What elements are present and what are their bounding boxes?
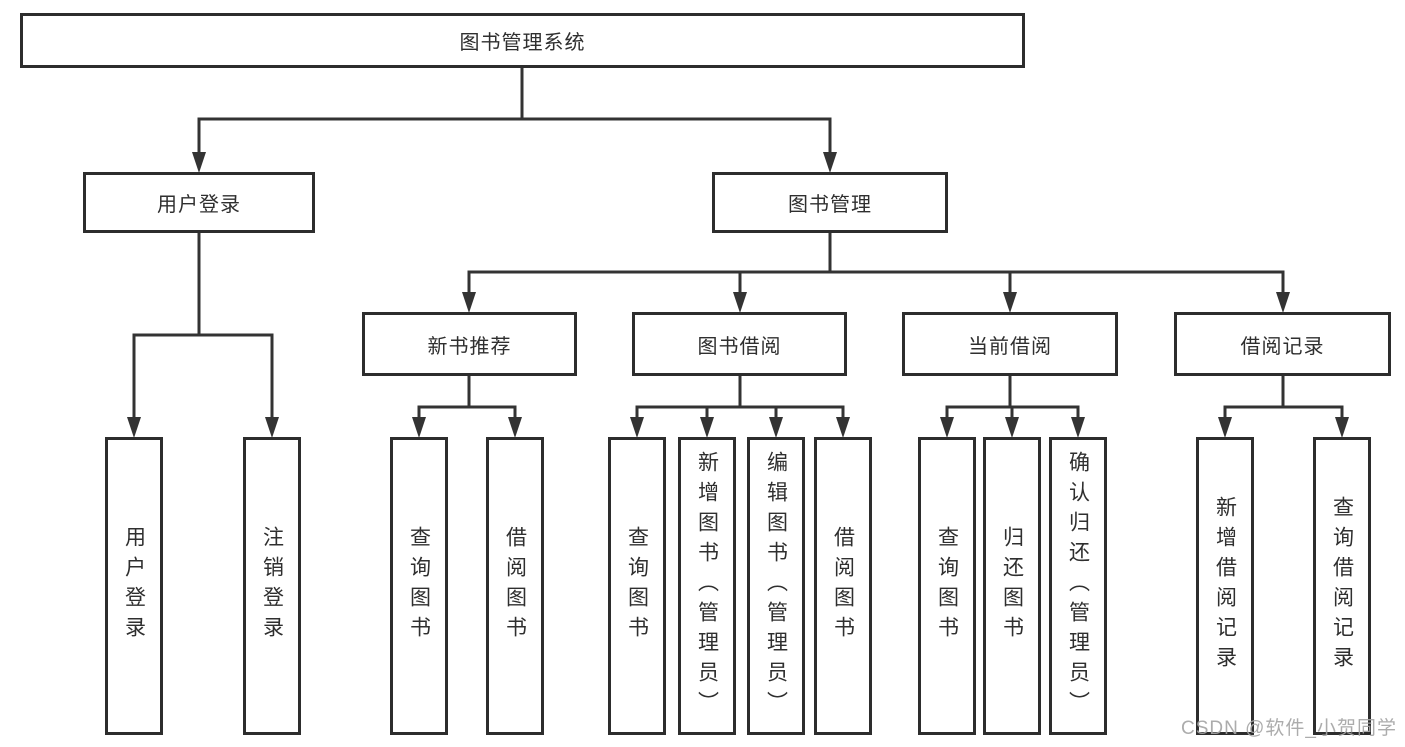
csdn-watermark: CSDN @软件_小贺同学 bbox=[1181, 718, 1397, 739]
leaf-borrow-add-book-admin: 新增图书（管理员） bbox=[678, 437, 736, 735]
leaf-rec-query-book: 查询图书 bbox=[390, 437, 448, 735]
leaf-records-add-record: 新增借阅记录 bbox=[1196, 437, 1254, 735]
leaf-user-login: 用户登录 bbox=[105, 437, 163, 735]
leaf-current-query-book: 查询图书 bbox=[918, 437, 976, 735]
leaf-borrow-edit-book-admin: 编辑图书（管理员） bbox=[747, 437, 805, 735]
leaf-rec-borrow-book: 借阅图书 bbox=[486, 437, 544, 735]
leaf-borrow-borrow-book: 借阅图书 bbox=[814, 437, 872, 735]
node-book-borrow: 图书借阅 bbox=[632, 312, 847, 376]
node-new-book-rec: 新书推荐 bbox=[362, 312, 577, 376]
leaf-logout: 注销登录 bbox=[243, 437, 301, 735]
leaf-records-query-record: 查询借阅记录 bbox=[1313, 437, 1371, 735]
node-book-mgmt: 图书管理 bbox=[712, 172, 948, 233]
node-borrow-records: 借阅记录 bbox=[1174, 312, 1391, 376]
leaf-current-return-book: 归还图书 bbox=[983, 437, 1041, 735]
leaf-current-confirm-return-admin: 确认归还（管理员） bbox=[1049, 437, 1107, 735]
node-root: 图书管理系统 bbox=[20, 13, 1025, 68]
node-user-login: 用户登录 bbox=[83, 172, 315, 233]
node-current-borrow: 当前借阅 bbox=[902, 312, 1118, 376]
leaf-borrow-query-book: 查询图书 bbox=[608, 437, 666, 735]
